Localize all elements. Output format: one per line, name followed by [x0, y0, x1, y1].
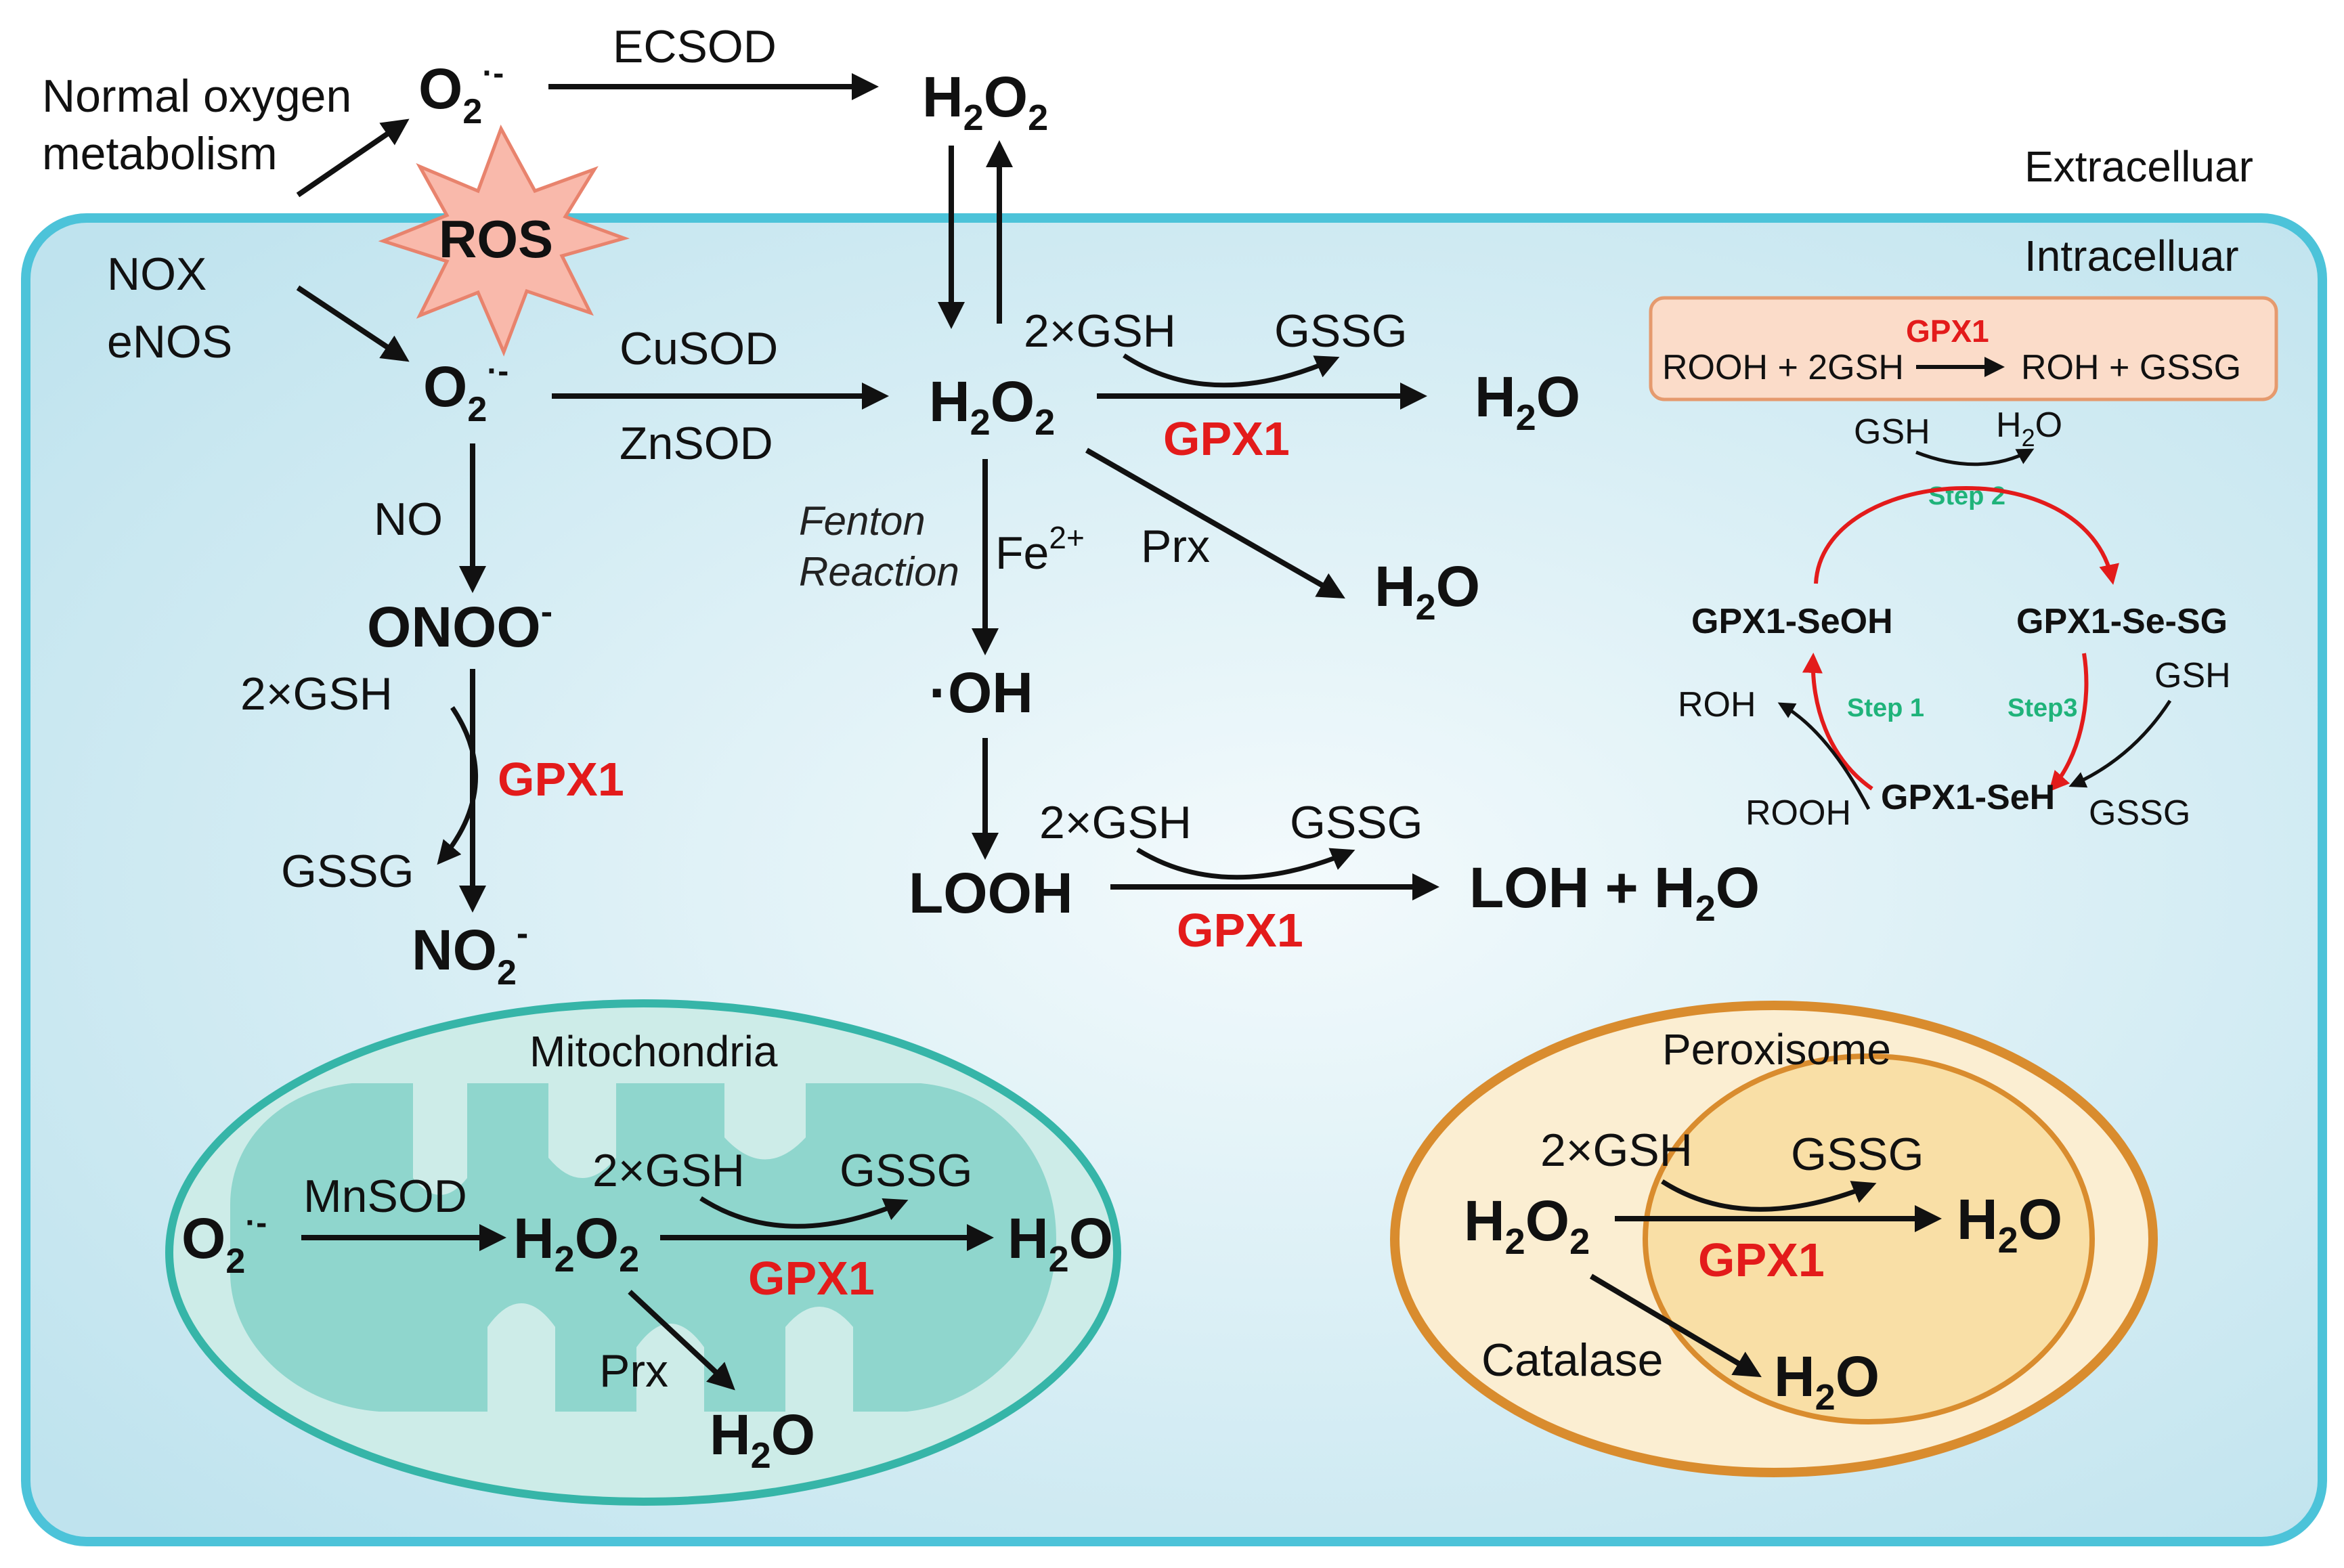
cycle-h2o-top: H2O: [1996, 406, 2062, 452]
looh-gssg: GSSG: [1290, 797, 1423, 848]
prx-h2o: H2O: [1374, 554, 1480, 628]
mito-prx-h2o: H2O: [710, 1403, 815, 1476]
mito-prx: Prx: [599, 1345, 668, 1397]
mito-arrow-gsh-to-gssg: [699, 1196, 909, 1229]
znsod-label: ZnSOD: [620, 418, 773, 469]
mitochondria-inner-matrix: [230, 1083, 1056, 1412]
cycle-seh: GPX1-SeH: [1881, 778, 2055, 817]
enos-label: eNOS: [107, 316, 232, 368]
mito-mnsod: MnSOD: [303, 1171, 467, 1222]
cytosol-h2o2: H2O2: [929, 370, 1055, 443]
mito-gpx1[interactable]: GPX1: [748, 1252, 875, 1305]
no2-label: NO2-: [412, 914, 528, 993]
mito-superoxide: O2·-: [181, 1205, 267, 1281]
mito-h2o2: H2O2: [513, 1206, 639, 1280]
fe-label: Fe2+: [995, 520, 1085, 579]
gpx1-box-products: ROH + GSSG: [2021, 348, 2241, 387]
perox-catalase-h2o: H2O: [1774, 1345, 1880, 1418]
intracellular-label: Intracelluar: [2024, 232, 2239, 280]
looh-gpx1[interactable]: GPX1: [1177, 904, 1303, 957]
onoo-gssg: GSSG: [281, 846, 414, 897]
mito-h2o: H2O: [1007, 1206, 1113, 1280]
mito-gssg: GSSG: [840, 1145, 973, 1196]
extracellular-h2o2: H2O2: [922, 65, 1048, 138]
mito-gsh: 2×GSH: [592, 1145, 745, 1196]
cycle-gsh-right: GSH: [2154, 656, 2231, 695]
prx-label: Prx: [1141, 521, 1210, 572]
arrow-gsh-to-gssg: [1123, 353, 1340, 388]
cycle-gsh-top: GSH: [1854, 412, 1930, 452]
looh-label: LOOH: [909, 861, 1073, 925]
cycle-step3-label: Step3: [2007, 694, 2077, 722]
cycle-arc-step2: [1814, 486, 2119, 585]
cycle-seoh: GPX1-SeOH: [1691, 602, 1893, 641]
ecsod-label: ECSOD: [613, 21, 777, 72]
nox-label: NOX: [107, 248, 207, 300]
cycle-roh: ROH: [1678, 685, 1756, 724]
onoo-gsh: 2×GSH: [240, 668, 393, 720]
cycle-rooh: ROOH: [1745, 793, 1851, 833]
cytosol-gssg: GSSG: [1274, 305, 1408, 357]
normal-oxygen-metabolism-label-2: metabolism: [42, 128, 278, 179]
perox-gsh: 2×GSH: [1540, 1125, 1693, 1176]
cycle-step2-side-arrow: [1915, 448, 2035, 466]
extracellular-superoxide: O2·-: [418, 56, 504, 131]
cycle-rooh-side-arrow: [1777, 702, 1871, 810]
cycle-sesg: GPX1-Se-SG: [2016, 602, 2228, 641]
cycle-step1-label: Step 1: [1847, 694, 1924, 722]
perox-h2o2: H2O2: [1464, 1189, 1590, 1262]
peroxisome-inner: [1643, 1053, 2095, 1424]
cycle-gssg: GSSG: [2089, 793, 2190, 833]
perox-h2o: H2O: [1957, 1188, 2062, 1261]
perox-arrow-catalase: [1589, 1273, 1762, 1378]
hydroxyl-radical: ·OH: [929, 661, 1033, 724]
ros-label: ROS: [439, 209, 553, 269]
arrow-onoo-gsh-to-gssg: [437, 706, 478, 865]
normal-oxygen-metabolism-label: Normal oxygen: [42, 70, 351, 122]
gpx1-reaction-box: [1649, 296, 2278, 401]
fenton-label: Fenton: [799, 498, 926, 544]
looh-gsh: 2×GSH: [1039, 797, 1192, 848]
mito-arrow-prx: [628, 1290, 735, 1391]
peroxisome-label: Peroxisome: [1662, 1025, 1891, 1074]
perox-gpx1[interactable]: GPX1: [1698, 1234, 1825, 1286]
extracellular-label: Extracelluar: [2024, 142, 2253, 191]
cusod-label: CuSOD: [620, 323, 778, 374]
mitochondria-label: Mitochondria: [529, 1027, 778, 1076]
cycle-arc-step3: [2049, 653, 2089, 792]
perox-gssg: GSSG: [1791, 1129, 1924, 1180]
no-label: NO: [374, 494, 443, 545]
cytosol-h2o: H2O: [1475, 365, 1580, 438]
arrow-metabolism-to-superoxide: [296, 118, 410, 198]
arrow-prx: [1085, 448, 1345, 598]
ros-burst: [378, 124, 630, 357]
onoo-label: ONOO-: [367, 592, 552, 659]
cytosol-gpx1[interactable]: GPX1: [1163, 412, 1290, 465]
arrow-looh-gsh-to-gssg: [1136, 848, 1355, 880]
onoo-gpx1[interactable]: GPX1: [498, 753, 624, 806]
perox-arrow-gsh-to-gssg: [1661, 1179, 1877, 1212]
fenton-label-2: Reaction: [799, 549, 959, 594]
loh-h2o: LOH + H2O: [1469, 856, 1760, 929]
cytosol-gsh: 2×GSH: [1024, 305, 1176, 357]
perox-catalase: Catalase: [1481, 1334, 1663, 1386]
cycle-arc-step1: [1802, 653, 1873, 791]
cycle-gsh-side-arrow: [2068, 699, 2172, 788]
gpx1-box-substrates: ROOH + 2GSH: [1662, 348, 1904, 387]
gpx1-box-title: GPX1: [1906, 313, 1989, 349]
arrow-nox-to-superoxide: [296, 285, 410, 362]
cytosol-superoxide: O2·-: [423, 353, 508, 429]
